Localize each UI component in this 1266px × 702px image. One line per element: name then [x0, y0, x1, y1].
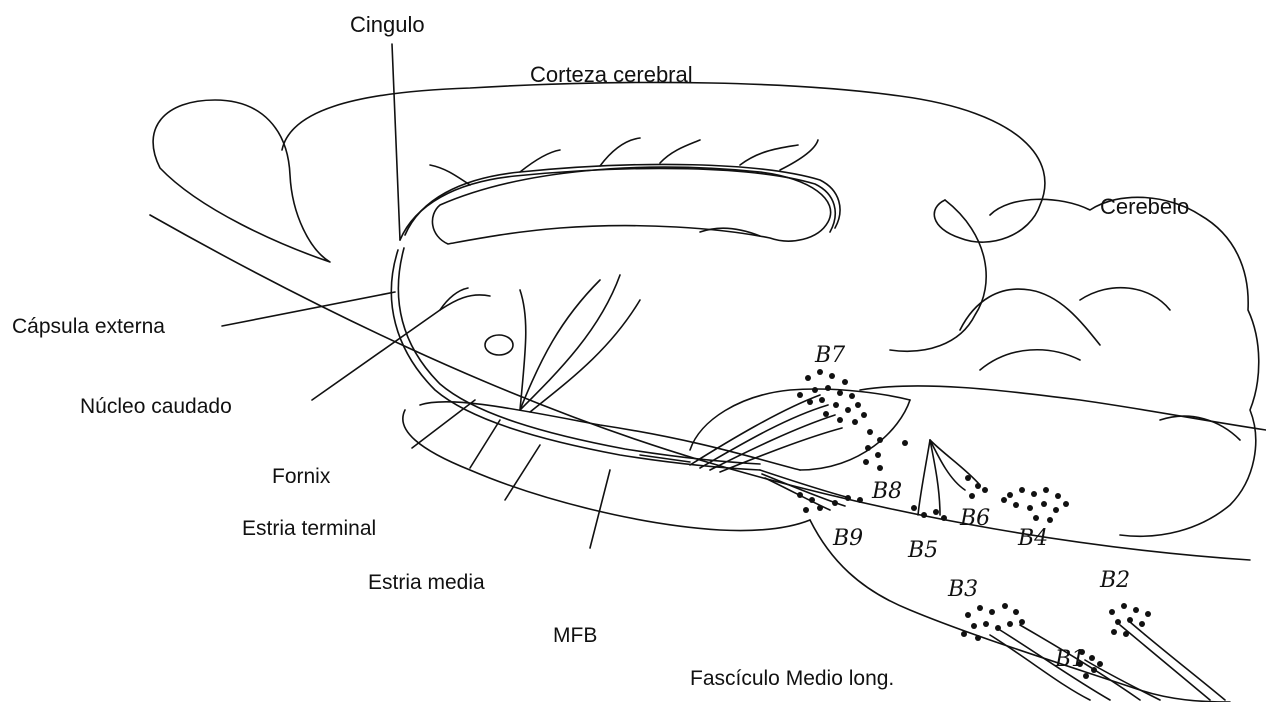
label-b7: B7 [814, 343, 845, 368]
label-b5: B5 [907, 538, 938, 563]
leader-estria-media [505, 445, 540, 500]
cell-group-b5 [911, 505, 947, 521]
cell-group-b2 [1109, 603, 1151, 637]
label-capsula-externa: Cápsula externa [12, 316, 165, 337]
olfactory-bulb-outline [153, 100, 330, 262]
label-b1: B1 [1054, 647, 1085, 672]
label-estria-media: Estria media [368, 572, 485, 593]
label-b8: B8 [871, 479, 902, 504]
label-nucleo-caudado: Núcleo caudado [80, 396, 232, 417]
cell-group-b4 [1001, 487, 1069, 523]
label-estria-terminal: Estria terminal [242, 518, 376, 539]
cerebellum-outline [990, 197, 1259, 536]
ventricle [485, 335, 513, 355]
label-b9: B9 [832, 526, 863, 551]
label-b2: B2 [1099, 568, 1130, 593]
thalamus-outline [420, 402, 800, 470]
label-mfb: MFB [553, 625, 597, 646]
cell-group-b6 [902, 440, 988, 499]
ventral-outline [403, 410, 810, 531]
label-b3: B3 [947, 577, 978, 602]
leader-cingulo [392, 44, 400, 240]
cell-group-b3 [961, 603, 1025, 641]
label-fornix: Fornix [272, 466, 330, 487]
leader-fornix [412, 400, 475, 448]
label-b4: B4 [1017, 526, 1048, 551]
leader-nucleo [312, 310, 440, 400]
label-b6: B6 [959, 506, 990, 531]
cortex-lower-outline [890, 200, 986, 351]
cell-group-b8 [863, 429, 883, 471]
baseline-line [150, 215, 1250, 560]
leader-estria-terminal [470, 420, 500, 468]
label-cingulo: Cingulo [350, 14, 425, 36]
label-corteza-cerebral: Corteza cerebral [530, 64, 693, 86]
label-cerebelo: Cerebelo [1100, 196, 1189, 218]
label-fasciculo-medio-long: Fascículo Medio long. [690, 668, 894, 689]
leader-capsula [222, 292, 395, 326]
